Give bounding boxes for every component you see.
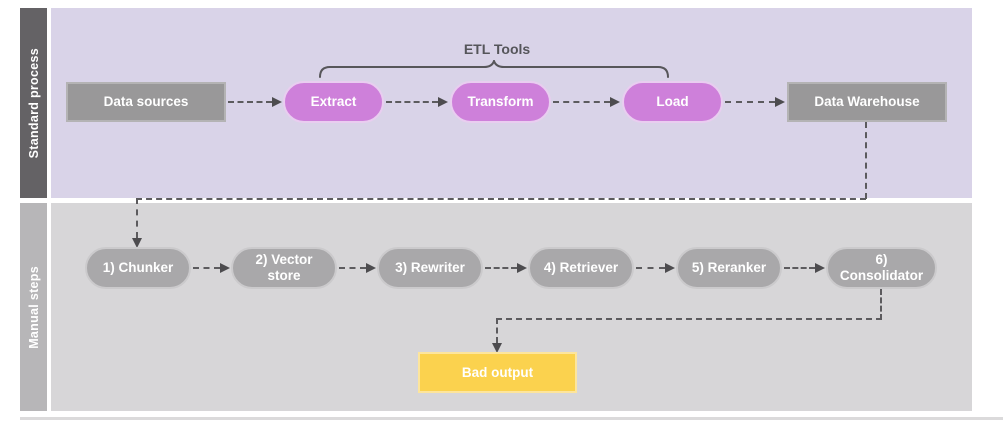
arrow-vectorstore-rewriter-line bbox=[339, 267, 366, 269]
rewriter-label: 3) Rewriter bbox=[395, 260, 465, 275]
connector-consolidator-horizontal-segment bbox=[496, 318, 882, 320]
connector-consolidator-badoutput-head bbox=[492, 343, 502, 353]
reranker-node: 5) Reranker bbox=[676, 247, 782, 289]
connector-warehouse-chunker-head bbox=[132, 238, 142, 248]
connector-consolidator-down-segment bbox=[880, 289, 882, 320]
arrow-retriever-reranker-head bbox=[665, 263, 675, 273]
lane-standard-process-label: Standard process bbox=[26, 47, 41, 159]
arrow-transform-load-line bbox=[553, 101, 610, 103]
arrow-rewriter-retriever-head bbox=[517, 263, 527, 273]
arrow-datasources-extract-head bbox=[272, 97, 282, 107]
etl-tools-title: ETL Tools bbox=[463, 41, 531, 57]
consolidator-node: 6) Consolidator bbox=[826, 247, 937, 289]
transform-label: Transform bbox=[467, 94, 534, 109]
reranker-label: 5) Reranker bbox=[691, 260, 767, 275]
arrow-retriever-reranker-line bbox=[636, 267, 665, 269]
connector-warehouse-down-segment bbox=[865, 122, 867, 199]
bad-output-label: Bad output bbox=[461, 364, 534, 380]
data-sources-node: Data sources bbox=[66, 82, 226, 122]
arrow-extract-transform-head bbox=[438, 97, 448, 107]
bad-output-node: Bad output bbox=[418, 352, 577, 393]
load-node: Load bbox=[622, 81, 723, 123]
rewriter-node: 3) Rewriter bbox=[377, 247, 483, 289]
bottom-separator bbox=[20, 417, 1003, 420]
chunker-node: 1) Chunker bbox=[85, 247, 191, 289]
arrow-load-warehouse-head bbox=[775, 97, 785, 107]
vector-store-node: 2) Vector store bbox=[231, 247, 337, 289]
arrow-chunker-vectorstore-head bbox=[220, 263, 230, 273]
lane-manual-steps-label: Manual steps bbox=[26, 265, 41, 349]
arrow-datasources-extract-line bbox=[228, 101, 272, 103]
arrow-chunker-vectorstore-line bbox=[193, 267, 220, 269]
arrow-reranker-consolidator-head bbox=[815, 263, 825, 273]
arrow-extract-transform-line bbox=[386, 101, 438, 103]
lane-manual-steps-header: Manual steps bbox=[20, 203, 47, 411]
consolidator-label: 6) Consolidator bbox=[839, 252, 924, 283]
connector-warehouse-chunker-segment bbox=[136, 198, 138, 238]
data-sources-label: Data sources bbox=[103, 94, 189, 109]
lane-standard-process-header: Standard process bbox=[20, 8, 47, 198]
load-label: Load bbox=[656, 94, 689, 109]
arrow-vectorstore-rewriter-head bbox=[366, 263, 376, 273]
connector-warehouse-horizontal-segment bbox=[136, 198, 866, 200]
arrow-transform-load-head bbox=[610, 97, 620, 107]
etl-tools-brace bbox=[319, 60, 669, 78]
retriever-node: 4) Retriever bbox=[528, 247, 634, 289]
extract-node: Extract bbox=[283, 81, 384, 123]
connector-consolidator-badoutput-segment bbox=[496, 318, 498, 343]
transform-node: Transform bbox=[450, 81, 551, 123]
brace-path bbox=[319, 60, 669, 78]
extract-label: Extract bbox=[310, 94, 357, 109]
arrow-reranker-consolidator-line bbox=[784, 267, 815, 269]
arrow-load-warehouse-line bbox=[725, 101, 775, 103]
data-warehouse-label: Data Warehouse bbox=[814, 94, 920, 109]
retriever-label: 4) Retriever bbox=[543, 260, 619, 275]
vector-store-label: 2) Vector store bbox=[255, 252, 313, 283]
arrow-rewriter-retriever-line bbox=[485, 267, 517, 269]
data-warehouse-node: Data Warehouse bbox=[787, 82, 947, 122]
chunker-label: 1) Chunker bbox=[102, 260, 174, 275]
